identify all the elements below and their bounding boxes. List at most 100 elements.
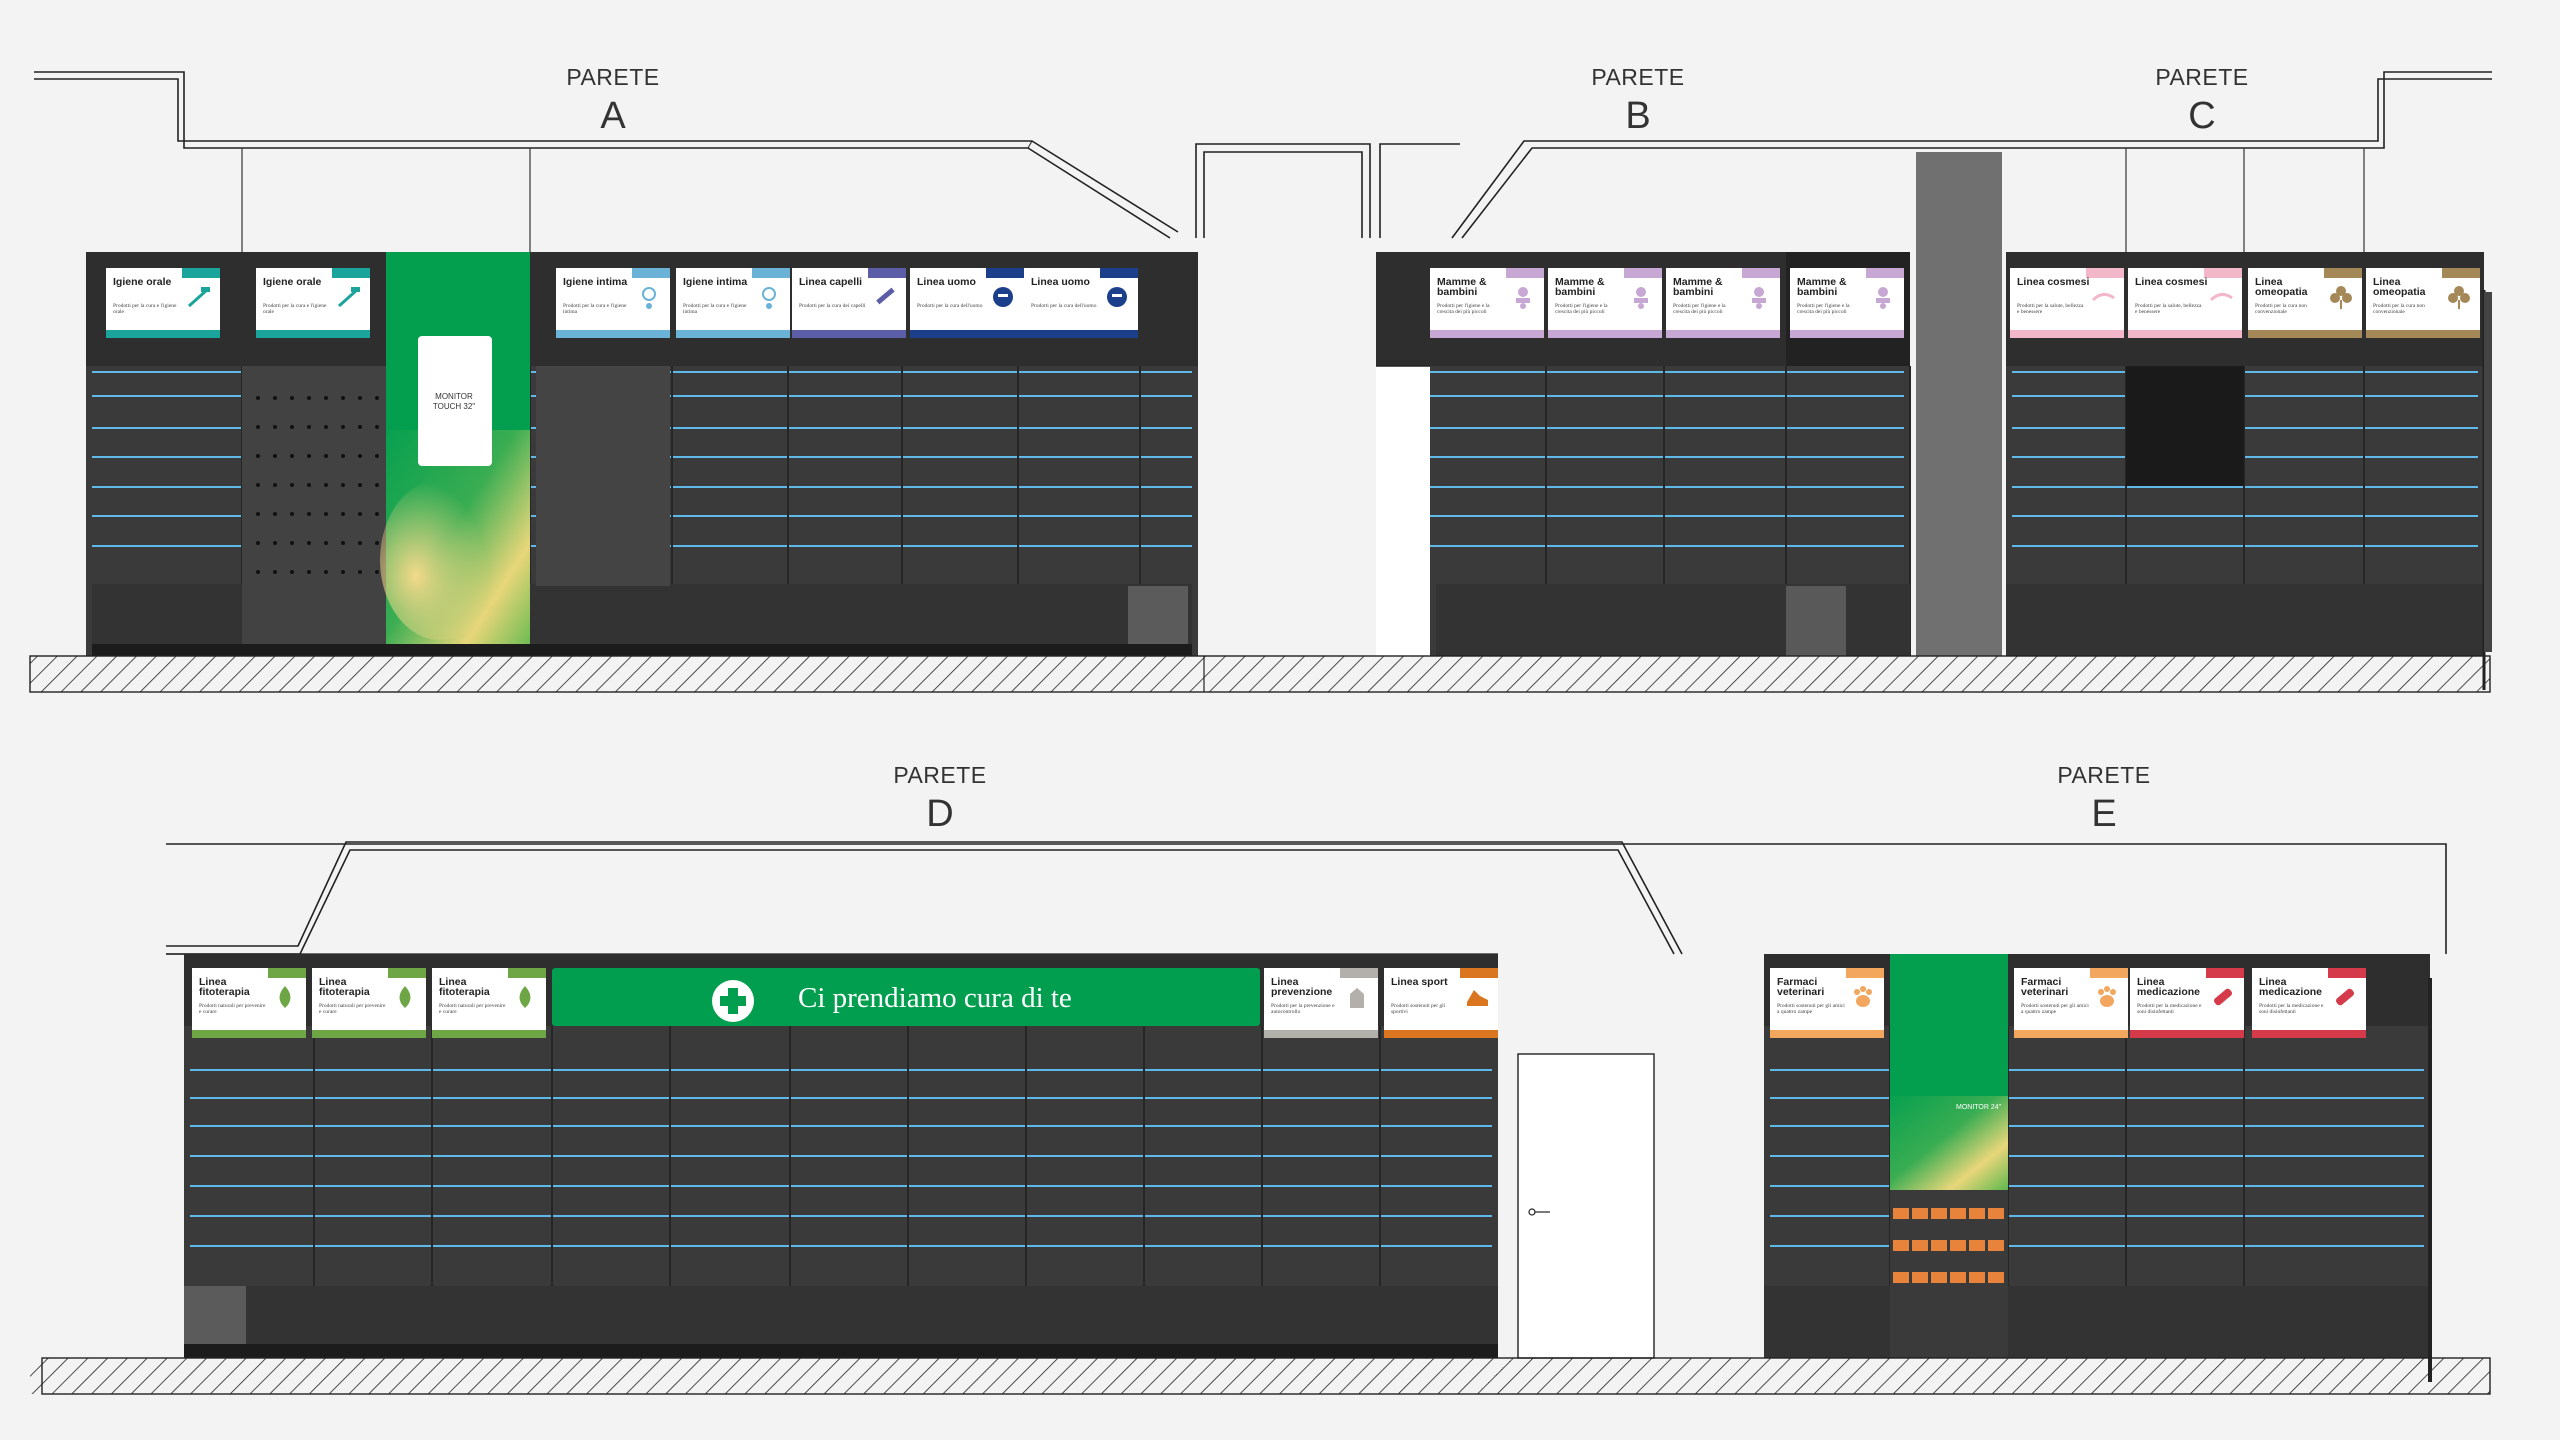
drawer-box <box>1950 1240 1966 1251</box>
sign-color-tab <box>752 268 790 278</box>
wall-letter: C <box>2188 95 2216 137</box>
peg-hole <box>358 483 362 487</box>
wall-letter: D <box>926 793 954 835</box>
sign-title: Linea omeopatia <box>2373 276 2426 298</box>
paw-icon <box>2094 984 2120 1010</box>
wall-b-opening <box>1376 366 1430 656</box>
sign-subtitle: Prodotti per la salute, bellezza e benes… <box>2135 303 2202 315</box>
sign-color-tab <box>2206 968 2244 978</box>
drawer-box <box>1969 1272 1985 1283</box>
sign-subtitle: Prodotti per la cura dell'uomo <box>917 303 983 309</box>
comb-icon <box>872 284 898 310</box>
peg-hole <box>341 454 345 458</box>
peg-hole <box>307 570 311 574</box>
ceiling-line-e <box>166 843 2447 954</box>
sign-subtitle: Prodotti naturali per prevenire e curare <box>439 1003 506 1015</box>
sign-title: Linea prevenzione <box>1271 976 1333 998</box>
sign-subtitle: Prodotti per la salute, bellezza e benes… <box>2017 303 2084 315</box>
sign-color-tab <box>268 968 306 978</box>
wall-label-a: PARETE A <box>563 64 663 138</box>
sign-title: Igiene orale <box>113 276 172 288</box>
man-face-icon <box>990 284 1016 310</box>
sign-subtitle: Prodotti per l'igiene e la crescita dei … <box>1437 303 1490 315</box>
drawer-box <box>1931 1272 1947 1283</box>
flower-drop-icon <box>756 284 782 310</box>
floor-hatch-top <box>30 656 2490 692</box>
monitor-touch-label: MONITOR TOUCH 32" <box>432 392 476 411</box>
drawer-box <box>1912 1272 1928 1283</box>
ceiling-outline-c <box>1461 71 2492 239</box>
sign-subtitle: Prodotti per la cura dell'uomo <box>1031 303 1097 309</box>
leaf-icon <box>512 984 538 1010</box>
peg-hole <box>307 512 311 516</box>
sign-title: Linea cosmesi <box>2135 276 2208 288</box>
leaf-icon <box>272 984 298 1010</box>
sign-subtitle: Prodotti per la cura non convenzionale <box>2373 303 2425 315</box>
sign-subtitle: Prodotti per la medicazione e soni disin… <box>2137 1003 2202 1015</box>
peg-hole <box>256 396 260 400</box>
sign-color-bar <box>312 1030 426 1038</box>
yellow-blob <box>380 480 500 640</box>
peg-hole <box>375 512 379 516</box>
peg-hole <box>307 454 311 458</box>
drawer-box <box>1950 1208 1966 1219</box>
peg-hole <box>273 570 277 574</box>
sign-color-tab <box>986 268 1024 278</box>
plinth <box>92 644 1192 656</box>
sign-title: Linea cosmesi <box>2017 276 2090 288</box>
door <box>1518 1054 1654 1358</box>
sign-title: Mamme & bambini <box>1797 276 1847 298</box>
peg-hole <box>375 541 379 545</box>
peg-hole <box>358 512 362 516</box>
peg-hole <box>358 396 362 400</box>
ceiling-outline-d <box>166 849 1675 955</box>
peg-hole <box>341 396 345 400</box>
column-outline <box>1195 143 1371 238</box>
sign-subtitle: Prodotti per la cura non convenzionale <box>2255 303 2307 315</box>
wall-e-base <box>1764 1286 2430 1358</box>
sign-title: Linea medicazione <box>2137 976 2201 998</box>
ceiling-outline-c <box>1451 78 2492 239</box>
sign-title: Mamme & bambini <box>1555 276 1605 298</box>
sign-color-tab <box>868 268 906 278</box>
drawer-box <box>1893 1272 1909 1283</box>
sign-color-tab <box>2204 268 2242 278</box>
drawer-box <box>1969 1240 1985 1251</box>
drawer-box <box>1988 1208 2004 1219</box>
wall-word: PARETE <box>1591 64 1685 90</box>
slogan-banner: Ci prendiamo cura di te <box>552 968 1260 1026</box>
perforated-panel <box>242 366 386 656</box>
sign-color-bar <box>2252 1030 2366 1038</box>
sign-title: Farmaci veterinari <box>2021 976 2069 998</box>
clover-icon <box>2446 284 2472 310</box>
peg-hole <box>307 483 311 487</box>
drawer-box <box>1988 1240 2004 1251</box>
peg-hole <box>358 454 362 458</box>
sign-title: Linea fitoterapia <box>439 976 490 998</box>
peg-hole <box>324 570 328 574</box>
sign-title: Igiene intima <box>563 276 628 288</box>
peg-hole <box>324 512 328 516</box>
pacifier-icon <box>1870 284 1896 310</box>
peg-hole <box>324 483 328 487</box>
sign-color-bar <box>1790 330 1904 338</box>
sign-title: Linea fitoterapia <box>319 976 370 998</box>
wall-c-side <box>2484 292 2492 652</box>
peg-hole <box>290 512 294 516</box>
sign-color-tab <box>1624 268 1662 278</box>
sign-color-tab <box>1460 968 1498 978</box>
sign-subtitle: Prodotti per la cura e l'igiene orale <box>263 303 327 315</box>
